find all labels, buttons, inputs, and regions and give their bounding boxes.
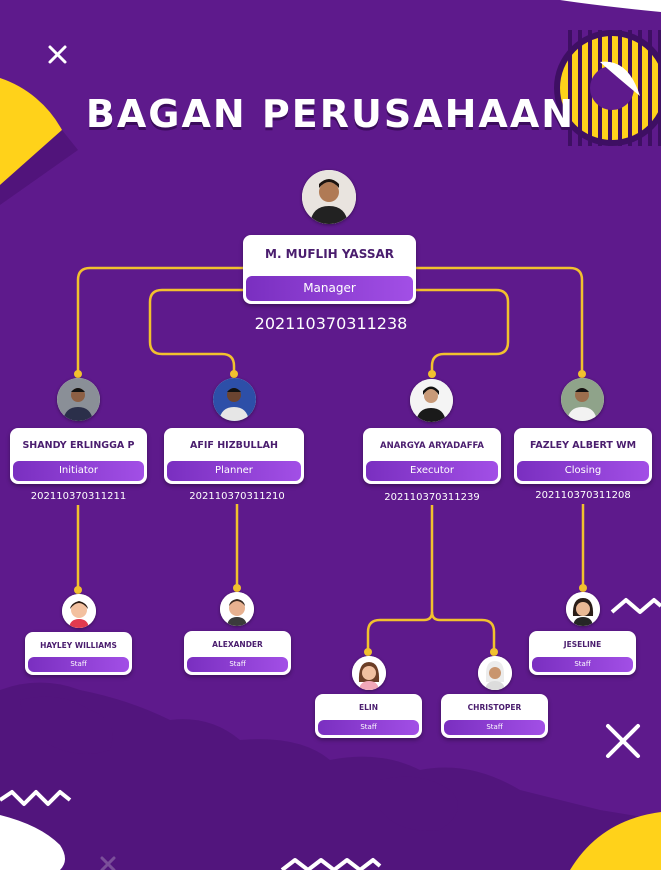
jeseline-role: Staff xyxy=(532,657,633,672)
connector-dot xyxy=(230,370,238,378)
connector-anargya-christoper xyxy=(430,611,496,650)
connector-dot xyxy=(74,586,82,594)
purple-corner-shadow xyxy=(0,130,78,205)
connector-manager-anargya xyxy=(416,288,510,372)
anargya-role: Executor xyxy=(366,461,498,481)
shandy-role: Initiator xyxy=(13,461,144,481)
connector-anargya-staff xyxy=(366,505,434,650)
alexander-avatar-icon xyxy=(220,592,254,626)
connector-dot xyxy=(364,648,372,656)
connector-dot xyxy=(233,584,241,592)
white-corner-shape xyxy=(520,0,661,12)
anargya-avatar-icon xyxy=(410,379,453,422)
jeseline-avatar-icon xyxy=(566,592,600,626)
christoper-avatar-icon xyxy=(478,656,512,690)
shandy-nim: 202110370311211 xyxy=(30,491,127,502)
shandy-name: SHANDY ERLINGGA P xyxy=(22,440,135,451)
shandy-avatar-icon xyxy=(57,378,100,421)
yellow-corner-shape xyxy=(0,78,62,185)
manager-name: M. MUFLIH YASSAR xyxy=(265,247,394,261)
manager-card: M. MUFLIH YASSAR Manager xyxy=(243,235,416,304)
anargya-nim: 202110370311239 xyxy=(384,492,480,503)
close-icon xyxy=(48,45,67,64)
fazley-card: FAZLEY ALBERT WM Closing xyxy=(514,428,652,484)
christoper-card: CHRISTOPER Staff xyxy=(441,694,548,738)
yellow-corner-shape xyxy=(570,812,661,870)
manager-role: Manager xyxy=(246,276,413,301)
hayley-card: HAYLEY WILLIAMS Staff xyxy=(25,632,132,675)
afif-nim: 202110370311210 xyxy=(189,491,285,502)
page-title: BAGAN PERUSAHAAN xyxy=(85,92,576,136)
elin-role: Staff xyxy=(318,720,419,735)
anargya-name: ANARGYA ARYADAFFA xyxy=(380,441,484,451)
afif-name: AFIF HIZBULLAH xyxy=(190,440,278,451)
zigzag-decoration xyxy=(610,598,661,614)
shandy-card: SHANDY ERLINGGA P Initiator xyxy=(10,428,147,484)
jeseline-card: JESELINE Staff xyxy=(529,631,636,675)
christoper-role: Staff xyxy=(444,720,545,735)
connector-manager-afif xyxy=(148,288,245,372)
map-silhouette xyxy=(0,682,661,870)
afif-card: AFIF HIZBULLAH Planner xyxy=(164,428,304,484)
striped-ring-decoration xyxy=(554,30,661,146)
manager-nim: 202110370311238 xyxy=(254,314,408,333)
connector-manager-fazley xyxy=(416,266,584,372)
afif-avatar-icon xyxy=(213,378,256,421)
fazley-nim: 202110370311208 xyxy=(535,490,631,501)
hayley-role: Staff xyxy=(28,657,129,672)
connector-dot xyxy=(579,584,587,592)
christoper-name: CHRISTOPER xyxy=(467,703,522,712)
jeseline-name: JESELINE xyxy=(563,640,602,649)
alexander-card: ALEXANDER Staff xyxy=(184,631,291,675)
white-corner-shape xyxy=(0,815,65,870)
elin-card: ELIN Staff xyxy=(315,694,422,738)
connector-dot xyxy=(74,370,82,378)
elin-avatar-icon xyxy=(352,656,386,690)
connector-manager-shandy xyxy=(76,266,245,372)
anargya-card: ANARGYA ARYADAFFA Executor xyxy=(363,428,501,484)
alexander-role: Staff xyxy=(187,657,288,672)
alexander-name: ALEXANDER xyxy=(212,640,263,649)
elin-name: ELIN xyxy=(359,703,378,712)
fazley-name: FAZLEY ALBERT WM xyxy=(529,440,637,451)
connector-dot xyxy=(428,370,436,378)
zigzag-decoration xyxy=(0,790,72,806)
fazley-avatar-icon xyxy=(561,378,604,421)
manager-avatar-icon xyxy=(302,170,356,224)
close-icon xyxy=(606,724,640,758)
hayley-avatar-icon xyxy=(62,594,96,628)
connector-dot xyxy=(578,370,586,378)
zigzag-decoration xyxy=(280,858,382,870)
hayley-name: HAYLEY WILLIAMS xyxy=(40,641,117,650)
fazley-role: Closing xyxy=(517,461,649,481)
afif-role: Planner xyxy=(167,461,301,481)
connector-dot xyxy=(490,648,498,656)
